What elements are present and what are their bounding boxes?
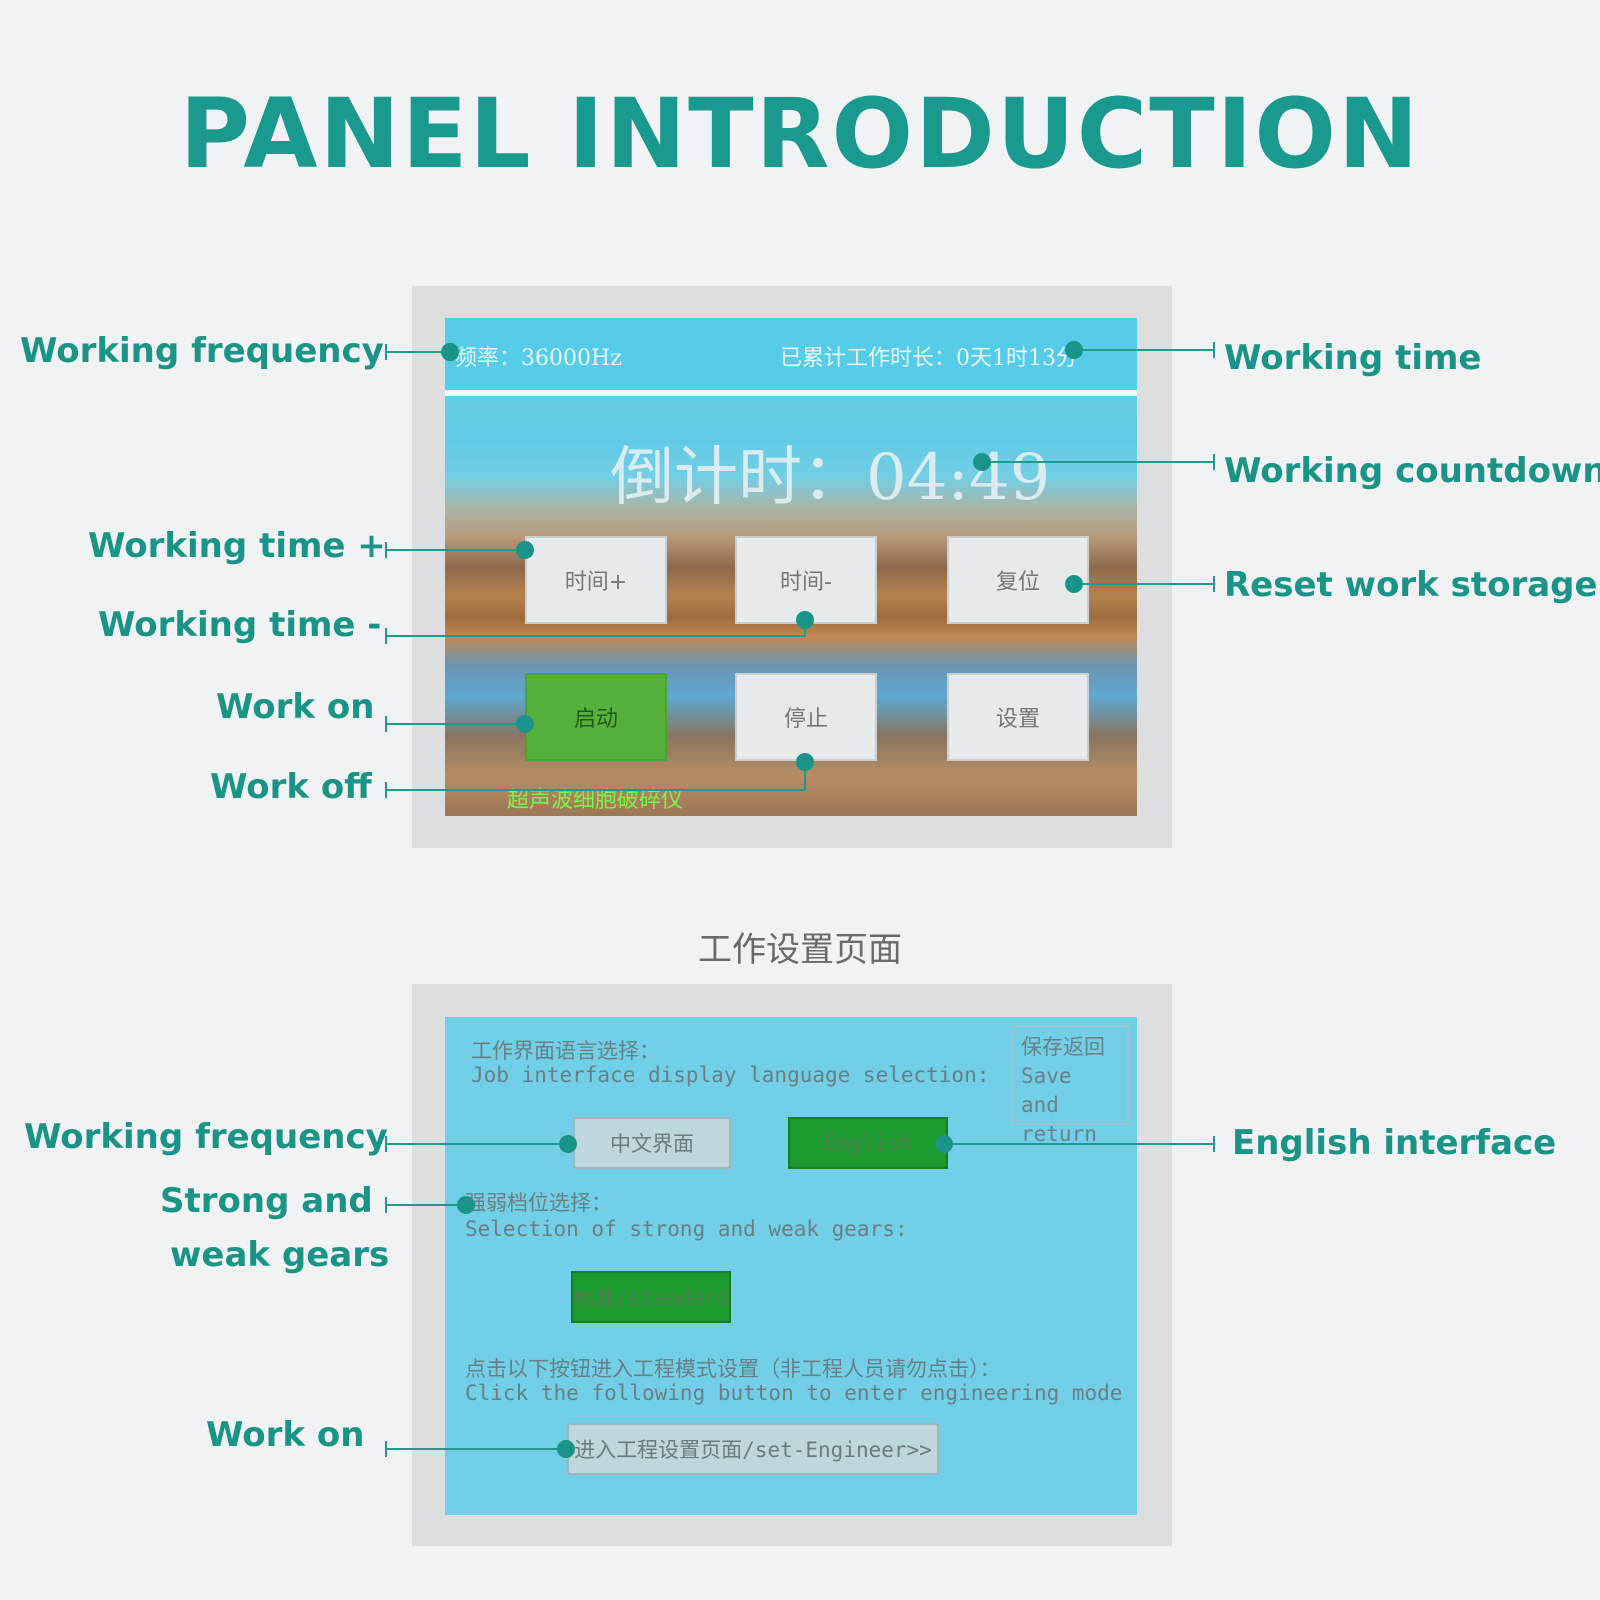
stop-button[interactable]: 停止: [735, 673, 877, 761]
settings-page-subtitle: 工作设置页面: [698, 930, 902, 970]
divider: [445, 390, 1137, 396]
status-bar: [445, 318, 1137, 390]
time-minus-button[interactable]: 时间-: [735, 536, 877, 624]
label-working-frequency: Working frequency: [20, 331, 384, 371]
save-label-cn: 保存返回: [1021, 1035, 1105, 1059]
reset-button[interactable]: 复位: [947, 536, 1089, 624]
panel1-screen: 频率：36000Hz 已累计工作时长：0天1时13分 倒计时：04:49 时间+…: [445, 318, 1137, 816]
save-return-button[interactable]: 保存返回 Save and return: [1011, 1025, 1129, 1146]
settings-button[interactable]: 设置: [947, 673, 1089, 761]
engineering-heading-en: Click the following button to enter engi…: [465, 1381, 1137, 1405]
language-heading-en: Job interface display language selection…: [471, 1063, 990, 1087]
label-working-time-plus: Working time +: [88, 526, 386, 566]
label-gears-line1: Strong and: [160, 1181, 373, 1221]
gear-heading-en: Selection of strong and weak gears:: [465, 1217, 908, 1241]
label-work-on: Work on: [216, 687, 375, 727]
engineering-heading-cn: 点击以下按钮进入工程模式设置（非工程人员请勿点击）：: [465, 1357, 1001, 1381]
time-plus-button[interactable]: 时间+: [525, 536, 667, 624]
label-working-time: Working time: [1224, 338, 1482, 378]
label-gears-line2: weak gears: [170, 1235, 390, 1275]
working-time-readout: 已累计工作时长：0天1时13分: [780, 346, 1078, 371]
label-work-on-2: Work on: [206, 1415, 365, 1455]
save-label-en1: Save and: [1021, 1064, 1072, 1117]
set-engineer-button[interactable]: 进入工程设置页面/set-Engineer>>: [567, 1423, 939, 1475]
english-interface-button[interactable]: English: [788, 1117, 948, 1169]
panel2-screen: 工作界面语言选择： Job interface display language…: [445, 1017, 1137, 1515]
frequency-readout: 频率：36000Hz: [455, 346, 622, 371]
standard-gear-button[interactable]: 标准/standard: [571, 1271, 731, 1323]
label-reset-work-storage: Reset work storage: [1224, 565, 1598, 605]
chinese-interface-button[interactable]: 中文界面: [573, 1117, 731, 1169]
start-button[interactable]: 启动: [525, 673, 667, 761]
save-label-en2: return: [1021, 1122, 1097, 1146]
label-working-countdown: Working countdown: [1224, 451, 1600, 491]
label-working-frequency-2: Working frequency: [24, 1117, 388, 1157]
label-work-off: Work off: [210, 767, 372, 807]
device-name: 超声波细胞破碎仪: [507, 788, 684, 813]
page-title: PANEL INTRODUCTION: [179, 78, 1421, 190]
label-working-time-minus: Working time -: [98, 605, 382, 645]
countdown-readout: 倒计时：04:49: [610, 441, 1051, 515]
label-english-interface: English interface: [1232, 1123, 1557, 1163]
language-heading-cn: 工作界面语言选择：: [471, 1039, 660, 1063]
gear-heading-cn: 强弱档位选择：: [465, 1191, 612, 1215]
